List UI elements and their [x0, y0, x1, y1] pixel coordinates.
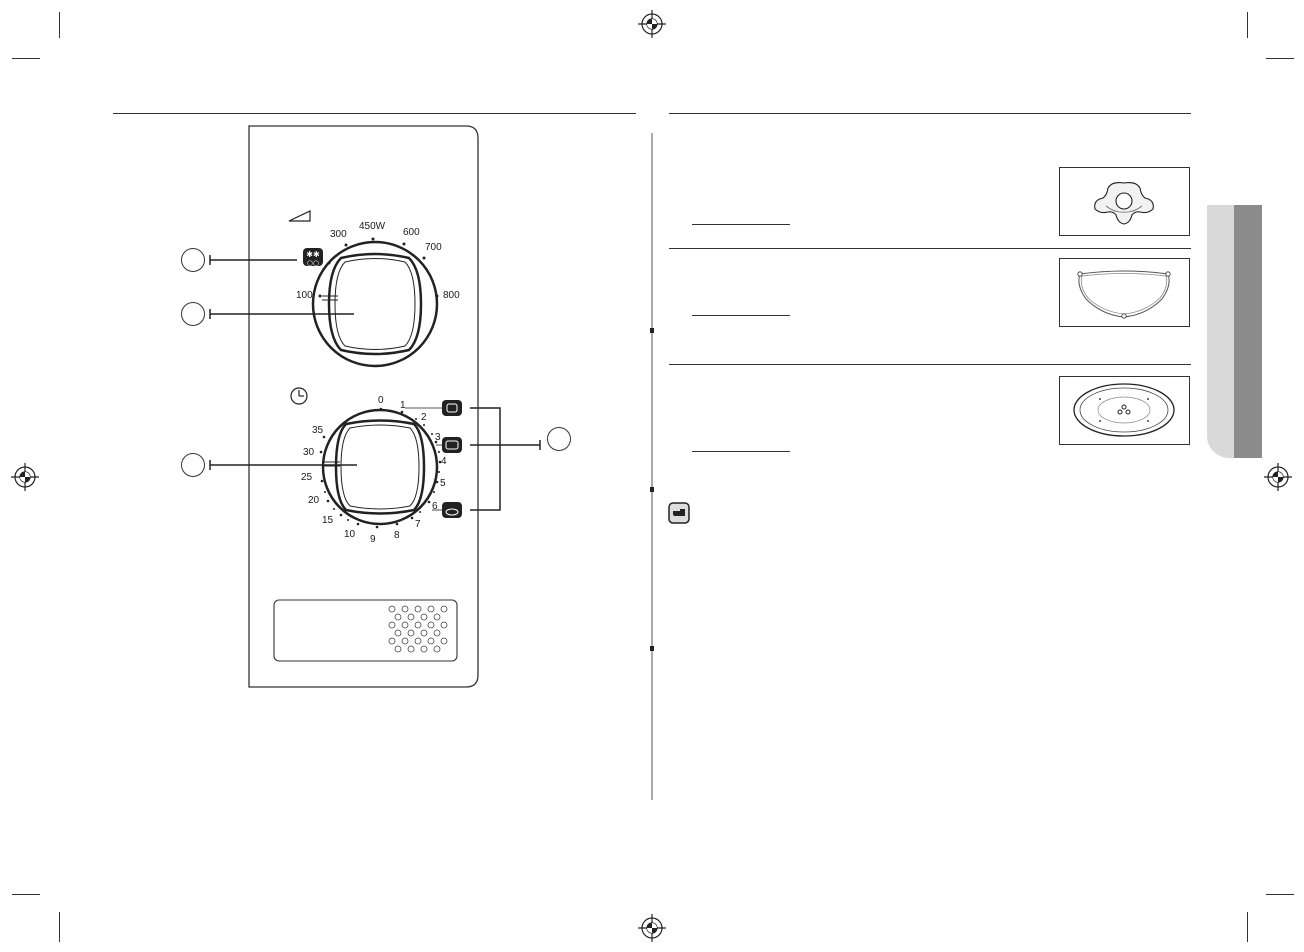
- callout-programs: [547, 427, 571, 451]
- accessory-3-underline: [692, 451, 790, 452]
- roller-ring-icon: [1077, 270, 1171, 319]
- power-label-700: 700: [425, 242, 442, 253]
- callout-defrost: [181, 248, 205, 272]
- accessory-1-thumbnail: [1059, 167, 1190, 236]
- callout-power-dial: [181, 302, 205, 326]
- accessory-2-thumbnail: [1059, 258, 1190, 327]
- svg-text:✱✱: ✱✱: [306, 250, 320, 259]
- registration-mark-top: [638, 10, 666, 38]
- timer-label-15: 15: [322, 515, 334, 526]
- svg-text:○○: ○○: [307, 259, 319, 267]
- defrost-icon: ✱✱ ○○: [303, 248, 323, 267]
- accessory-2-underline: [692, 315, 790, 316]
- timer-label-6: 6: [432, 501, 438, 512]
- timer-label-1: 1: [400, 400, 406, 411]
- timer-label-25: 25: [301, 472, 313, 483]
- cup-icon: [442, 400, 462, 416]
- dish-icon: [442, 437, 462, 453]
- speaker-grille: [273, 599, 458, 662]
- timer-label-9: 9: [370, 534, 376, 545]
- callout-timer-dial: [181, 453, 205, 477]
- power-label-600: 600: [403, 227, 420, 238]
- power-dial: [311, 237, 439, 368]
- timer-label-7: 7: [415, 519, 421, 530]
- power-label-300: 300: [330, 229, 347, 240]
- timer-label-4: 4: [441, 456, 447, 467]
- pointing-hand-icon: [668, 502, 690, 524]
- accessory-3-thumbnail: [1059, 376, 1190, 445]
- plate-icon: [442, 502, 462, 518]
- header-rule-right: [669, 113, 1191, 114]
- control-panel-illustration: ✱✱ ○○: [209, 125, 541, 688]
- power-label-800: 800: [443, 290, 460, 301]
- timer-label-8: 8: [394, 530, 400, 541]
- power-level-icon: [288, 210, 311, 222]
- section-divider-2: [669, 364, 1191, 365]
- power-label-100: 100: [296, 290, 313, 301]
- timer-label-3: 3: [435, 432, 441, 443]
- power-label-450w: 450W: [359, 221, 386, 232]
- section-divider-1: [669, 248, 1191, 249]
- registration-mark-left: [11, 463, 39, 491]
- turntable-icon: [1073, 383, 1175, 437]
- timer-label-20: 20: [308, 495, 320, 506]
- header-rule-left: [113, 113, 636, 114]
- registration-mark-right: [1264, 463, 1292, 491]
- timer-label-35: 35: [312, 425, 324, 436]
- timer-label-30: 30: [303, 447, 315, 458]
- timer-dial: [319, 407, 442, 529]
- registration-mark-bottom: [638, 914, 666, 942]
- timer-label-5: 5: [440, 478, 446, 489]
- clock-icon: [290, 387, 308, 405]
- timer-label-0: 0: [378, 395, 384, 406]
- accessory-1-underline: [692, 224, 790, 225]
- timer-label-10: 10: [344, 529, 356, 540]
- coupler-icon: [1094, 182, 1154, 225]
- timer-label-2: 2: [421, 412, 427, 423]
